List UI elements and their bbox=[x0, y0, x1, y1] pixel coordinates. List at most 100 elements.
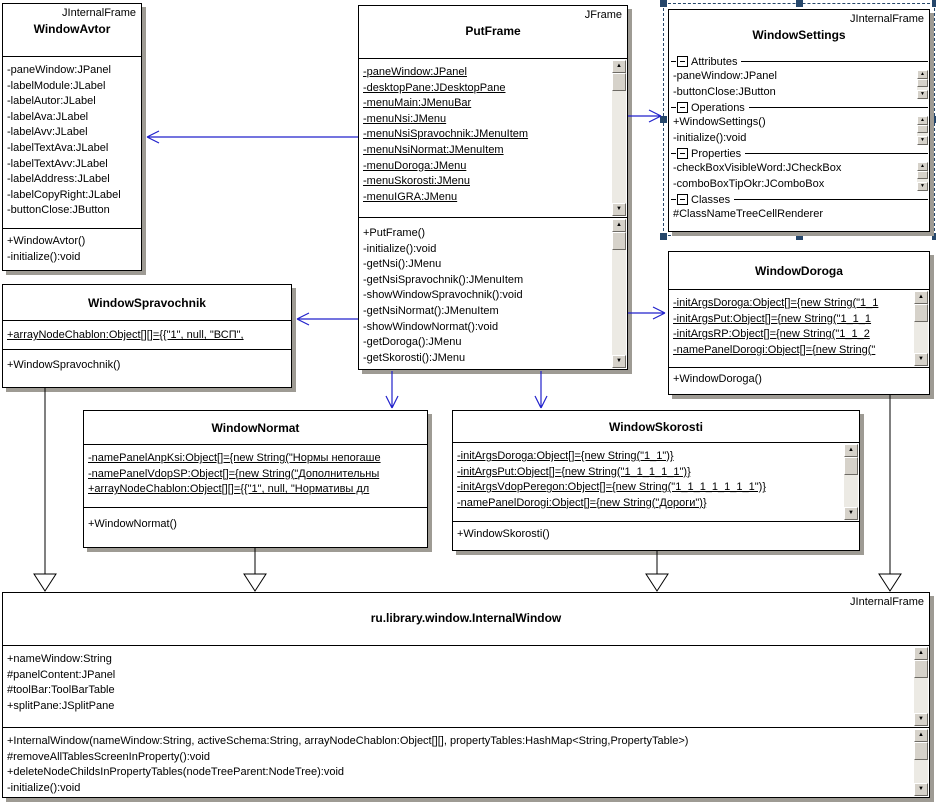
member-row: -buttonClose:JButton bbox=[673, 85, 776, 98]
class-box-windowspravochnik[interactable]: WindowSpravochnik +arrayNodeChablon:Obje… bbox=[2, 284, 292, 388]
v-scrollbar[interactable]: ▲ ▼ bbox=[917, 116, 928, 145]
class-stereotype: JFrame bbox=[584, 9, 622, 21]
member-row: #panelContent:JPanel bbox=[7, 668, 116, 681]
class-box-internalwindow[interactable]: JInternalFrame ru.library.window.Interna… bbox=[2, 592, 930, 798]
scroll-thumb[interactable] bbox=[612, 232, 626, 250]
collapse-icon[interactable] bbox=[677, 148, 688, 159]
member-row: -menuIGRA:JMenu bbox=[363, 190, 458, 203]
scroll-track[interactable] bbox=[844, 475, 858, 507]
scroll-track[interactable] bbox=[917, 179, 928, 182]
member-row: -namePanelVdopSP:Object[]={new String("Д… bbox=[88, 467, 380, 480]
attributes-section: +nameWindow:String#panelContent:JPanel#t… bbox=[3, 645, 929, 727]
methods-section: +InternalWindow(nameWindow:String, activ… bbox=[3, 727, 929, 797]
member-row: #ClassNameTreeCellRenderer bbox=[673, 208, 823, 220]
selection-handle-mid-right[interactable] bbox=[932, 116, 936, 123]
member-row: -getNsiNormat():JMenuItem bbox=[363, 304, 499, 317]
scroll-track[interactable] bbox=[917, 87, 928, 90]
scroll-down-icon[interactable]: ▼ bbox=[917, 182, 928, 191]
scroll-down-icon[interactable]: ▼ bbox=[844, 507, 858, 520]
member-row: -labelAutor:JLabel bbox=[7, 95, 96, 108]
member-row: +nameWindow:String bbox=[7, 653, 112, 665]
scroll-up-icon[interactable]: ▲ bbox=[914, 291, 928, 304]
scroll-thumb[interactable] bbox=[844, 457, 858, 475]
member-row: +deleteNodeChildsInPropertyTables(nodeTr… bbox=[7, 766, 345, 779]
v-scrollbar[interactable]: ▲ ▼ bbox=[914, 647, 928, 726]
scroll-track[interactable] bbox=[914, 760, 928, 783]
v-scrollbar[interactable]: ▲ ▼ bbox=[917, 162, 928, 191]
scroll-track[interactable] bbox=[612, 250, 626, 355]
selection-handle-top-left[interactable] bbox=[660, 0, 667, 7]
selection-handle-bottom-mid[interactable] bbox=[796, 233, 803, 240]
v-scrollbar[interactable]: ▲ ▼ bbox=[917, 70, 928, 99]
scroll-thumb[interactable] bbox=[917, 79, 928, 87]
class-box-windowdoroga[interactable]: WindowDoroga -initArgsDoroga:Object[]={n… bbox=[668, 251, 930, 395]
selection-handle-top-mid[interactable] bbox=[796, 0, 803, 7]
scroll-down-icon[interactable]: ▼ bbox=[917, 90, 928, 99]
class-box-windowskorosti[interactable]: WindowSkorosti -initArgsDoroga:Object[]=… bbox=[452, 410, 860, 551]
dependency-arrow-putframe-windowsettings[interactable] bbox=[628, 109, 662, 123]
class-box-windowsettings[interactable]: JInternalFrame WindowSettings Attributes… bbox=[668, 9, 930, 232]
scroll-track[interactable] bbox=[612, 91, 626, 203]
selection-handle-bottom-right[interactable] bbox=[932, 233, 936, 240]
scroll-thumb[interactable] bbox=[914, 304, 928, 322]
selection-handle-bottom-left[interactable] bbox=[660, 233, 667, 240]
scroll-up-icon[interactable]: ▲ bbox=[844, 444, 858, 457]
scroll-thumb[interactable] bbox=[914, 742, 928, 760]
class-box-windownormat[interactable]: WindowNormat -namePanelAnpKsi:Object[]={… bbox=[83, 410, 428, 548]
scroll-track[interactable] bbox=[914, 678, 928, 713]
inheritance-triangle-windowspravochnik[interactable] bbox=[33, 573, 57, 592]
scroll-thumb[interactable] bbox=[917, 171, 928, 179]
member-row: -menuDoroga:JMenu bbox=[363, 159, 467, 172]
member-row: -paneWindow:JPanel bbox=[363, 66, 467, 78]
inheritance-triangle-windownormat[interactable] bbox=[243, 573, 267, 592]
member-row: #removeAllTablesScreenInProperty():void bbox=[7, 750, 210, 763]
dependency-arrow-putframe-windowavtor[interactable] bbox=[146, 130, 358, 144]
v-scrollbar[interactable]: ▲ ▼ bbox=[914, 291, 928, 366]
v-scrollbar[interactable]: ▲ ▼ bbox=[844, 444, 858, 520]
scroll-down-icon[interactable]: ▼ bbox=[914, 353, 928, 366]
attributes-section: +arrayNodeChablon:Object[][]={{"1", null… bbox=[3, 320, 291, 349]
collapse-icon[interactable] bbox=[677, 102, 688, 113]
dependency-arrow-putframe-windownormat[interactable] bbox=[385, 371, 399, 409]
class-box-putframe[interactable]: JFrame PutFrame -paneWindow:JPanel-deskt… bbox=[358, 5, 628, 370]
member-row: +WindowSpravochnik() bbox=[7, 359, 121, 371]
v-scrollbar[interactable]: ▲ ▼ bbox=[612, 60, 626, 216]
v-scrollbar[interactable]: ▲ ▼ bbox=[914, 729, 928, 796]
class-name: WindowSkorosti bbox=[609, 419, 703, 434]
class-stereotype: JInternalFrame bbox=[850, 13, 924, 25]
scroll-down-icon[interactable]: ▼ bbox=[914, 783, 928, 796]
scroll-down-icon[interactable]: ▼ bbox=[612, 355, 626, 368]
scroll-thumb[interactable] bbox=[917, 125, 928, 133]
member-row: -labelAva:JLabel bbox=[7, 110, 89, 123]
collapse-icon[interactable] bbox=[677, 56, 688, 67]
scroll-up-icon[interactable]: ▲ bbox=[612, 60, 626, 73]
inheritance-triangle-windowdoroga[interactable] bbox=[878, 573, 902, 592]
scroll-up-icon[interactable]: ▲ bbox=[612, 219, 626, 232]
selection-handle-mid-left[interactable] bbox=[660, 116, 667, 123]
scroll-up-icon[interactable]: ▲ bbox=[914, 647, 928, 660]
dependency-arrow-putframe-windowdoroga[interactable] bbox=[628, 306, 666, 320]
scroll-track[interactable] bbox=[914, 322, 928, 353]
dependency-arrow-putframe-windowskorosti[interactable] bbox=[534, 371, 548, 409]
methods-section: +WindowAvtor()-initialize():void bbox=[3, 228, 141, 270]
selection-handle-top-right[interactable] bbox=[932, 0, 936, 7]
scroll-up-icon[interactable]: ▲ bbox=[917, 116, 928, 125]
scroll-down-icon[interactable]: ▼ bbox=[914, 713, 928, 726]
collapse-icon[interactable] bbox=[677, 194, 688, 205]
scroll-track[interactable] bbox=[917, 133, 928, 136]
scroll-down-icon[interactable]: ▼ bbox=[917, 136, 928, 145]
scroll-up-icon[interactable]: ▲ bbox=[917, 162, 928, 171]
scroll-down-icon[interactable]: ▼ bbox=[612, 203, 626, 216]
scroll-up-icon[interactable]: ▲ bbox=[914, 729, 928, 742]
member-row: -labelModule:JLabel bbox=[7, 79, 106, 92]
scroll-up-icon[interactable]: ▲ bbox=[917, 70, 928, 79]
scroll-thumb[interactable] bbox=[612, 73, 626, 91]
class-box-windowavtor[interactable]: JInternalFrame WindowAvtor -paneWindow:J… bbox=[2, 3, 142, 271]
scroll-thumb[interactable] bbox=[914, 660, 928, 678]
member-row: -namePanelDorogi:Object[]={new String("Д… bbox=[457, 496, 707, 509]
inheritance-triangle-windowskorosti[interactable] bbox=[645, 573, 669, 592]
v-scrollbar[interactable]: ▲ ▼ bbox=[612, 219, 626, 368]
member-row: -comboBoxTipOkr:JComboBox bbox=[673, 177, 825, 190]
dependency-arrow-putframe-windowspravochnik[interactable] bbox=[296, 312, 358, 326]
attributes-section: -paneWindow:JPanel-desktopPane:JDesktopP… bbox=[359, 58, 627, 217]
